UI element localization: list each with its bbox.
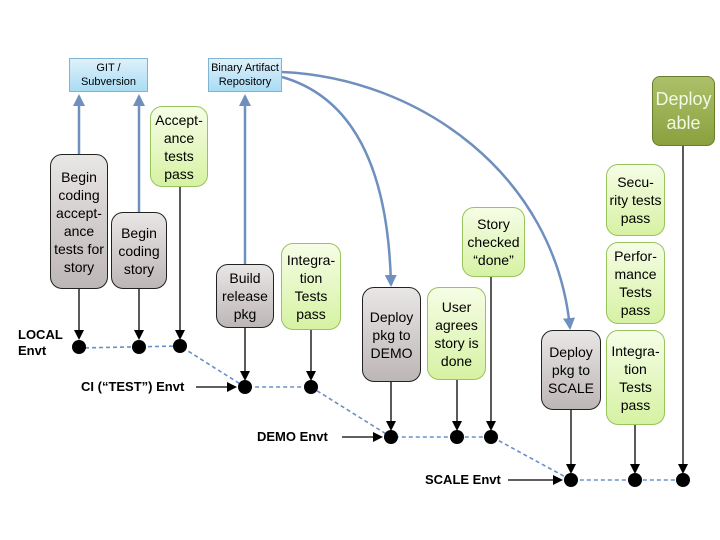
story-checked-done-node: Story checked “done” xyxy=(462,207,525,277)
deploy-pkg-to-demo-node: Deploy pkg to DEMO xyxy=(362,287,421,382)
begin-coding-acceptance-tests-node: Begin coding accept- ance tests for stor… xyxy=(50,154,108,289)
timeline-dot-scale-1 xyxy=(564,473,578,487)
timeline-dot-scale-2 xyxy=(628,473,642,487)
fetch-arrow-repository-to-scale xyxy=(281,70,575,330)
timeline-path xyxy=(77,345,683,481)
performance-tests-pass-node: Perfor- mance Tests pass xyxy=(606,242,665,324)
git-subversion-repository: GIT / Subversion xyxy=(69,58,148,92)
deploy-pkg-to-scale-node: Deploy pkg to SCALE xyxy=(541,330,601,410)
ci-test-envt-label: CI (“TEST”) Envt xyxy=(81,379,185,394)
build-release-pkg-node: Build release pkg xyxy=(216,264,274,328)
acceptance-tests-pass-node: Accept- ance tests pass xyxy=(150,106,208,187)
binary-artifact-repository: Binary Artifact Repository xyxy=(208,58,282,92)
deployable-node: Deploy able xyxy=(652,76,715,146)
timeline-dot-local-3 xyxy=(173,339,187,353)
local-envt-label: LOCAL Envt xyxy=(18,327,63,358)
timeline-dot-scale-3 xyxy=(676,473,690,487)
demo-envt-label: DEMO Envt xyxy=(257,429,328,444)
timeline-dot-local-1 xyxy=(72,340,86,354)
timeline-dot-ci-1 xyxy=(238,380,252,394)
integration-tests-pass-ci-node: Integra- tion Tests pass xyxy=(281,243,341,330)
fetch-arrow-repository-to-demo xyxy=(281,75,397,287)
integration-tests-pass-scale-node: Integra- tion Tests pass xyxy=(606,330,665,425)
timeline-dot-demo-3 xyxy=(484,430,498,444)
timeline-dot-demo-2 xyxy=(450,430,464,444)
timeline-dot-local-2 xyxy=(132,340,146,354)
user-agrees-story-done-node: User agrees story is done xyxy=(427,287,486,380)
scale-envt-label: SCALE Envt xyxy=(425,472,501,487)
begin-coding-story-node: Begin coding story xyxy=(111,212,167,289)
timeline-dot-ci-2 xyxy=(304,380,318,394)
security-tests-pass-node: Secu- rity tests pass xyxy=(606,164,665,236)
timeline-dot-demo-1 xyxy=(384,430,398,444)
